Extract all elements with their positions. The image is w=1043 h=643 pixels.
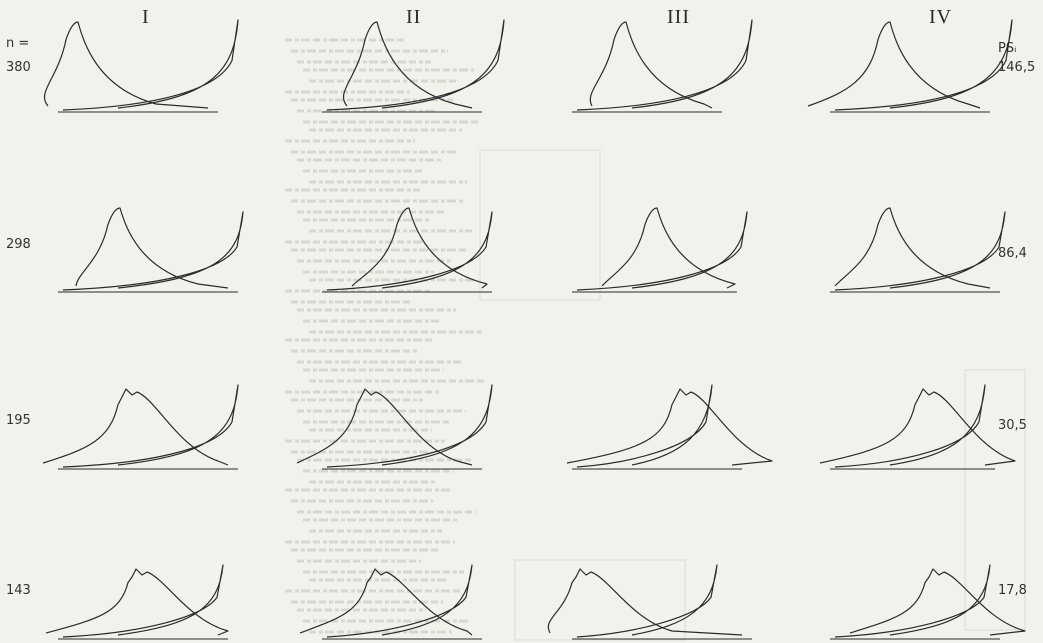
compression-curve — [834, 19, 1013, 111]
compression-curve — [834, 384, 986, 468]
expansion-curve — [807, 21, 981, 109]
expansion-curve — [43, 21, 209, 109]
indicator-diagram — [572, 19, 753, 113]
column-header-iii: III — [667, 6, 690, 28]
row-header-n: n = — [6, 36, 30, 51]
compression-curve — [326, 384, 493, 468]
indicator-diagram — [322, 207, 493, 293]
indicator-diagram — [322, 19, 505, 113]
row-label-n-1: 380 — [6, 60, 31, 75]
expansion-curve — [566, 388, 773, 466]
indicator-diagram — [830, 564, 1026, 640]
indicator-diagram — [45, 564, 229, 640]
indicator-diagram — [547, 564, 752, 640]
bleed-through-box — [514, 559, 686, 641]
expansion-curve — [589, 21, 713, 109]
indicator-diagram — [43, 19, 239, 113]
compression-curve — [576, 19, 753, 111]
row-label-ps-3: 30,5 — [998, 418, 1027, 433]
expansion-curve — [547, 568, 743, 636]
indicator-diagram — [830, 207, 1006, 293]
expansion-curve — [75, 207, 229, 289]
column-header-iv: IV — [929, 6, 953, 28]
expansion-curve — [45, 568, 229, 636]
row-label-ps-4: 17,8 — [998, 583, 1027, 598]
compression-curve — [62, 19, 239, 111]
row-label-n-2: 298 — [6, 237, 31, 252]
compression-curve — [834, 564, 991, 638]
compression-curve — [576, 564, 718, 638]
indicator-diagram — [819, 384, 1016, 470]
indicator-diagram — [807, 19, 1013, 113]
bleed-through-box — [479, 149, 601, 301]
row-label-ps-1: 146,5 — [998, 60, 1036, 75]
expansion-curve — [834, 207, 991, 289]
compression-curve — [326, 19, 505, 111]
expansion-curve — [342, 21, 473, 109]
compression-curve — [326, 564, 473, 638]
compression-curve — [62, 211, 244, 291]
row-label-n-3: 195 — [6, 413, 31, 428]
expansion-curve — [351, 207, 488, 289]
expansion-curve — [819, 388, 1016, 466]
expansion-curve — [42, 388, 229, 466]
expansion-curve — [296, 388, 473, 466]
indicator-diagram — [566, 384, 773, 470]
expansion-curve — [299, 568, 473, 636]
indicator-diagram — [42, 384, 239, 470]
indicator-diagram — [296, 384, 493, 470]
compression-curve — [576, 211, 748, 291]
expansion-curve — [601, 207, 736, 289]
indicator-diagram — [572, 207, 748, 293]
row-label-n-4: 143 — [6, 583, 31, 598]
compression-curve — [62, 384, 239, 468]
row-label-ps-2: 86,4 — [998, 246, 1027, 261]
indicator-diagram — [299, 564, 482, 640]
column-header-i: I — [142, 6, 150, 28]
column-header-ii: II — [406, 6, 422, 28]
compression-curve — [576, 384, 713, 468]
bleed-through-box — [964, 369, 1026, 631]
compression-curve — [326, 211, 493, 291]
expansion-curve — [849, 568, 1026, 636]
indicator-diagram — [58, 207, 244, 293]
compression-curve — [62, 564, 224, 638]
compression-curve — [834, 211, 1006, 291]
